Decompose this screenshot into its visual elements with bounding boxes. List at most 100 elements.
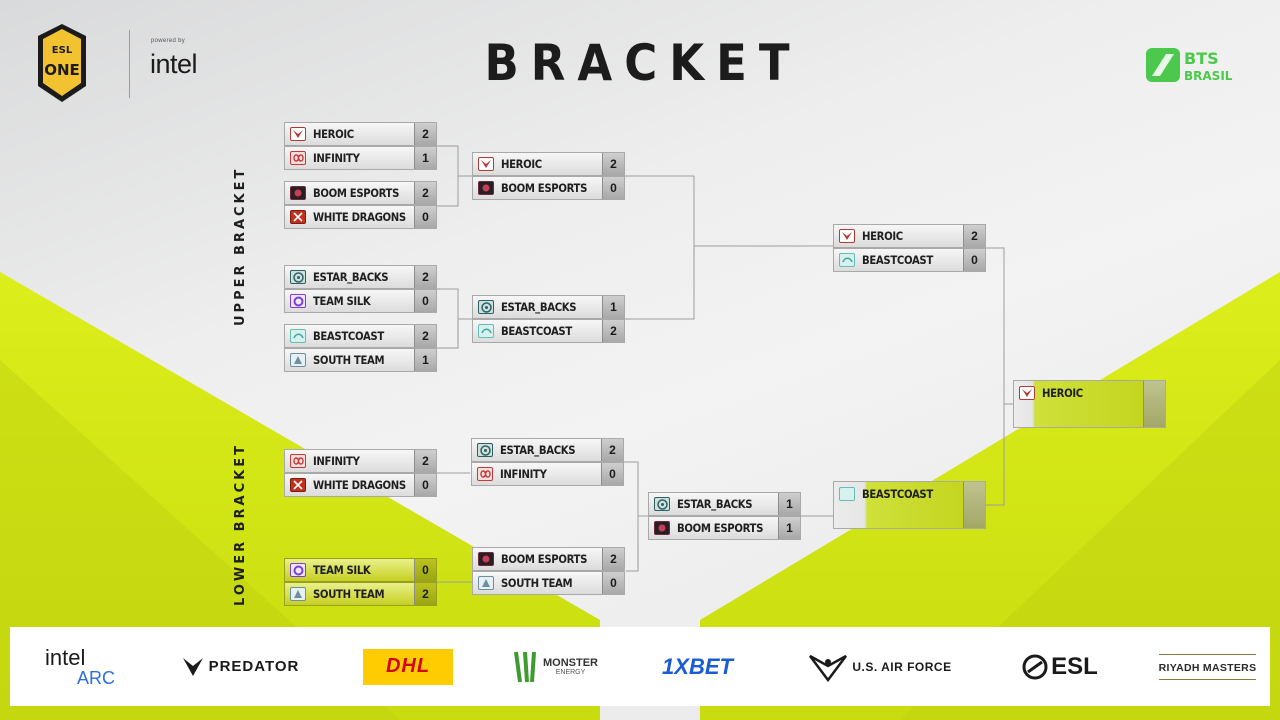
heroic-logo-icon [290, 127, 306, 141]
onexbet-logo: 1XBET [662, 653, 733, 679]
south-team-logo-icon [290, 587, 306, 601]
score: 0 [963, 249, 985, 271]
score: 2 [601, 439, 623, 461]
team-row: BEASTCOAST 2 [284, 324, 437, 348]
us-air-force-logo: U.S. AIR FORCE [800, 627, 960, 706]
team-name: SOUTH TEAM [313, 587, 385, 601]
boom-esports-logo-icon [654, 521, 670, 535]
team-name: BEASTCOAST [313, 329, 384, 343]
score: 2 [963, 225, 985, 247]
team-name: WHITE DRAGONS [313, 210, 406, 224]
esl-one-logo: ESL ONE [38, 24, 86, 102]
team-row: INFINITY 1 [284, 146, 437, 170]
esl-logo: ESL [1010, 627, 1110, 706]
beastcoast-logo-icon [839, 253, 855, 267]
team-row: TEAM SILK 0 [284, 558, 437, 582]
team-name: BEASTCOAST [862, 487, 933, 501]
boom-esports-logo-icon [290, 186, 306, 200]
bts-brasil-logo: BTS BRASIL [1146, 48, 1233, 83]
score: 1 [602, 296, 624, 318]
score: 0 [601, 463, 623, 485]
boom-esports-logo-icon [478, 181, 494, 195]
beastcoast-logo-icon [478, 324, 494, 338]
beastcoast-logo-icon [290, 329, 306, 343]
powered-by-label: powered by [151, 38, 186, 44]
score: 1 [414, 147, 436, 169]
beastcoast-logo-icon [839, 487, 855, 501]
south-team-logo-icon [478, 576, 494, 590]
team-silk-logo-icon [290, 563, 306, 577]
grand-final-slot: HEROIC [1013, 380, 1166, 428]
svg-text:BRASIL: BRASIL [1184, 69, 1233, 83]
team-name: BEASTCOAST [501, 324, 572, 338]
infinity-logo-icon [290, 151, 306, 165]
white-dragons-logo-icon [290, 478, 306, 492]
score: 2 [414, 325, 436, 347]
team-name: BOOM ESPORTS [677, 521, 764, 535]
team-name: HEROIC [313, 127, 354, 141]
team-name: INFINITY [500, 467, 547, 481]
team-name: HEROIC [501, 157, 542, 171]
estar-backs-logo-icon [477, 443, 493, 457]
team-name: TEAM SILK [313, 294, 371, 308]
score: 0 [414, 559, 436, 581]
monster-energy-logo: MONSTER ENERGY [508, 627, 603, 706]
header-divider [129, 30, 130, 98]
intel-logo: intel [150, 49, 198, 79]
boom-esports-logo-icon [478, 552, 494, 566]
svg-text:ONE: ONE [44, 61, 80, 79]
estar-backs-logo-icon [290, 270, 306, 284]
team-name: BOOM ESPORTS [501, 552, 588, 566]
svg-text:ESL: ESL [52, 45, 73, 56]
team-name: BEASTCOAST [862, 253, 933, 267]
svg-text:BTS: BTS [1184, 49, 1219, 68]
team-row: BEASTCOAST 0 [833, 248, 986, 272]
sponsor-bar: intel ARC PREDATOR DHL MONSTER ENERGY 1X… [10, 627, 1270, 706]
team-row: WHITE DRAGONS 0 [284, 205, 437, 229]
team-name: BOOM ESPORTS [313, 186, 400, 200]
score: 2 [602, 320, 624, 342]
score: 0 [602, 177, 624, 199]
team-row: BOOM ESPORTS 2 [472, 547, 625, 571]
team-row: SOUTH TEAM 2 [284, 582, 437, 606]
team-name: ESTAR_BACKS [677, 497, 753, 511]
monster-claw-icon [514, 651, 536, 682]
team-row: ESTAR_BACKS 1 [648, 492, 801, 516]
score: 2 [414, 583, 436, 605]
score: 2 [602, 548, 624, 570]
white-dragons-logo-icon [290, 210, 306, 224]
dhl-logo: DHL [362, 627, 454, 706]
score: 0 [414, 206, 436, 228]
team-name: TEAM SILK [313, 563, 371, 577]
esl-circle-icon [1022, 654, 1048, 679]
score: 1 [778, 493, 800, 515]
south-team-logo-icon [290, 353, 306, 367]
team-name: INFINITY [313, 151, 360, 165]
predator-icon [182, 657, 203, 676]
lower-bracket-label: LOWER BRACKET [233, 443, 248, 606]
heroic-logo-icon [1019, 386, 1035, 400]
score: 0 [602, 572, 624, 594]
heroic-logo-icon [478, 157, 494, 171]
estar-backs-logo-icon [478, 300, 494, 314]
team-name: ESTAR_BACKS [313, 270, 389, 284]
